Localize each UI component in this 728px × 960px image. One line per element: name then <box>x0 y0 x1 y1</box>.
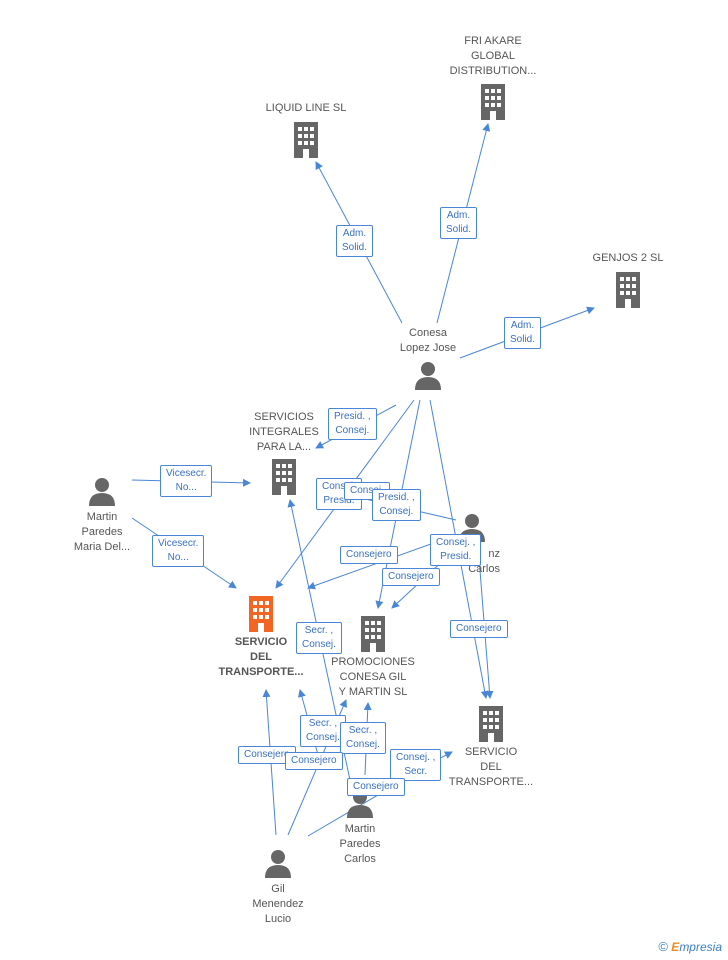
person-gil-lucio[interactable]: Gil Menendez Lucio <box>230 848 326 927</box>
company-servicio-main[interactable]: SERVICIO DEL TRANSPORTE... <box>206 596 316 680</box>
person-martin-carlos[interactable]: Martin Paredes Carlos <box>312 788 408 867</box>
company-label: LIQUID LINE SL <box>265 102 347 114</box>
relation-badge[interactable]: Consejero <box>340 546 398 564</box>
company-friakare[interactable]: FRI AKARE GLOBAL DISTRIBUTION... <box>436 34 550 120</box>
company-servicios-integrales[interactable]: SERVICIOS INTEGRALES PARA LA... <box>236 410 332 495</box>
company-label: GENJOS 2 SL <box>592 252 664 264</box>
building-icon <box>272 459 296 495</box>
person-conesa[interactable]: Conesa Lopez Jose <box>380 326 476 390</box>
person-icon <box>89 478 115 506</box>
relation-badge[interactable]: Consejero <box>382 568 440 586</box>
relation-badge[interactable]: Secr. , Consej. <box>296 622 342 654</box>
company-label: SERVICIOS INTEGRALES PARA LA... <box>249 411 319 453</box>
relation-badge[interactable]: Adm. Solid. <box>504 317 542 349</box>
copyright-symbol: © <box>658 939 668 954</box>
relation-badge[interactable]: Presid. , Consej. <box>372 489 421 521</box>
person-icon <box>265 850 291 878</box>
company-promociones[interactable]: PROMOCIONES CONESA GIL Y MARTIN SL <box>318 616 428 700</box>
relation-badge[interactable]: Presid. , Consej. <box>328 408 377 440</box>
relation-badge[interactable]: Secr. , Consej. <box>340 722 386 754</box>
building-icon <box>294 122 318 158</box>
relation-badge[interactable]: Vicesecr. No... <box>160 465 213 497</box>
person-martin-maria[interactable]: Martin Paredes Maria Del... <box>54 476 150 555</box>
building-icon <box>481 84 505 120</box>
company-label: SERVICIO DEL TRANSPORTE... <box>218 636 304 678</box>
person-label: Martin Paredes Carlos <box>339 823 381 865</box>
relation-badge[interactable]: Consejero <box>347 778 405 796</box>
company-genjos[interactable]: GENJOS 2 SL <box>580 251 676 308</box>
person-label: Gil Menendez Lucio <box>252 883 304 925</box>
company-servicio-2[interactable]: SERVICIO DEL TRANSPORTE... <box>436 706 546 790</box>
relation-badge[interactable]: Consej. , Presid. <box>430 534 482 566</box>
brand-logo-text: mpresia <box>679 940 722 954</box>
person-icon <box>415 362 441 390</box>
brand-footer: © Empresia <box>658 939 722 954</box>
brand-logo-e: E <box>671 940 680 954</box>
company-label: FRI AKARE GLOBAL DISTRIBUTION... <box>449 35 537 77</box>
person-label: Martin Paredes Maria Del... <box>73 511 131 553</box>
relation-badge[interactable]: Consej. , Secr. <box>390 749 442 781</box>
building-icon <box>616 272 640 308</box>
company-liquid-line[interactable]: LIQUID LINE SL <box>250 101 362 158</box>
company-label: PROMOCIONES CONESA GIL Y MARTIN SL <box>331 656 415 698</box>
person-lopez-carlos-label: nz Carlos <box>440 547 500 577</box>
building-icon <box>249 596 273 632</box>
relation-badge[interactable]: Adm. Solid. <box>440 207 478 239</box>
relation-badge[interactable]: Adm. Solid. <box>336 225 374 257</box>
person-label: nz Carlos <box>468 548 500 575</box>
building-icon <box>361 616 385 652</box>
company-label: SERVICIO DEL TRANSPORTE... <box>448 746 534 788</box>
relation-badge[interactable]: Consejero <box>450 620 508 638</box>
relation-badge[interactable]: Vicesecr. No... <box>152 535 205 567</box>
person-label: Conesa Lopez Jose <box>399 327 457 354</box>
building-icon <box>479 706 503 742</box>
relation-badge[interactable]: Consejero <box>285 752 343 770</box>
